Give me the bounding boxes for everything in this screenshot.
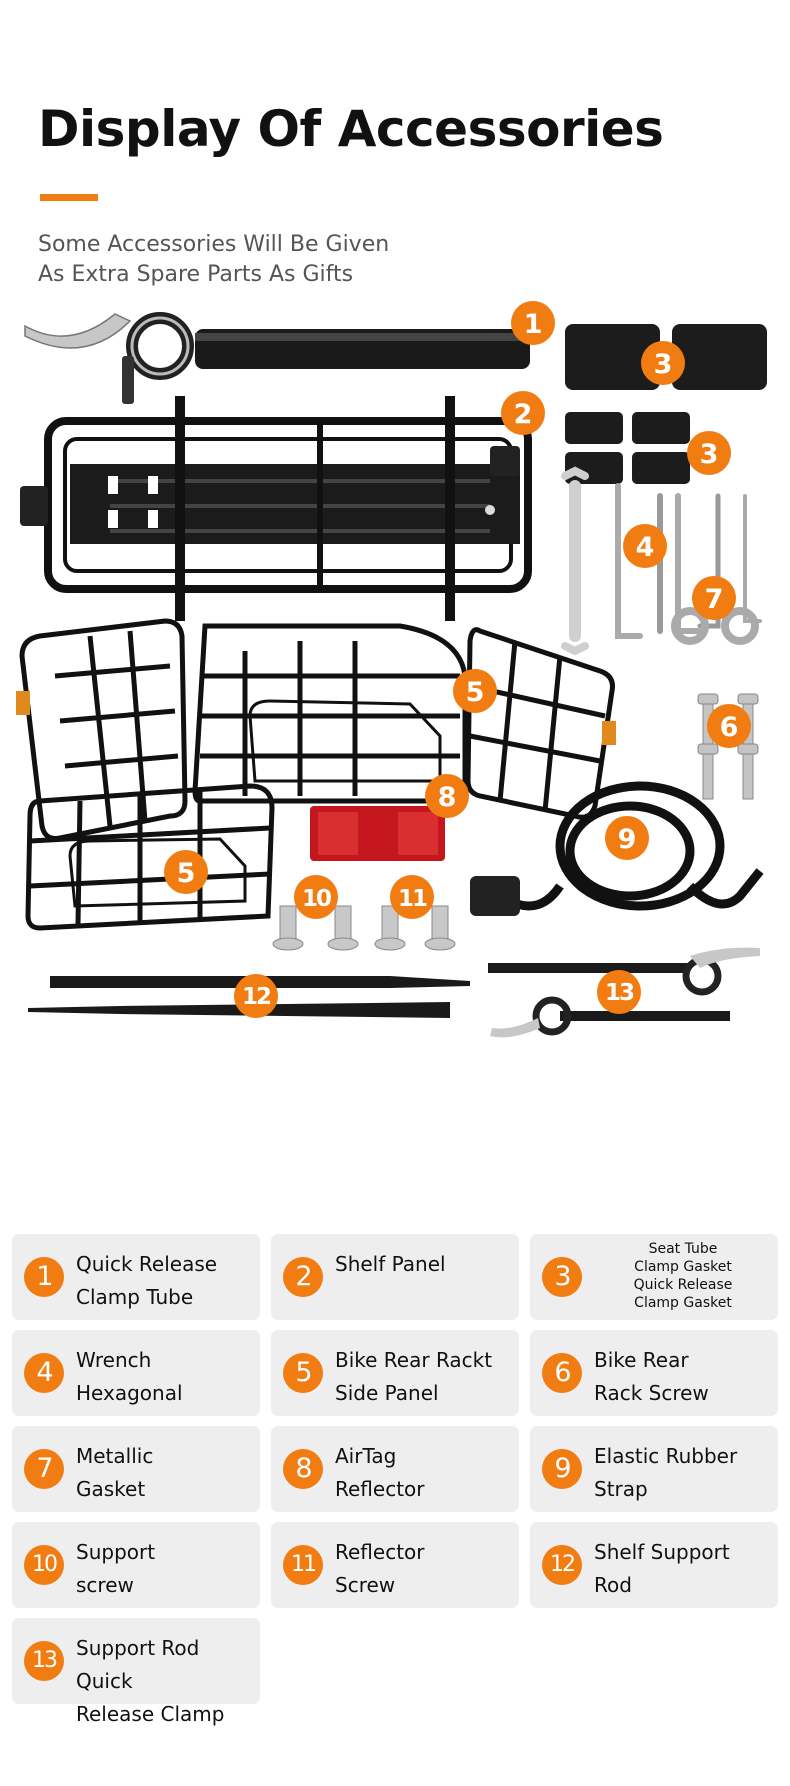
- svg-text:3: 3: [700, 439, 719, 470]
- legend-number-badge: 8: [283, 1449, 323, 1489]
- photo-badge-12: 12: [234, 974, 278, 1018]
- legend-card-11: 11 Reflector Screw: [271, 1522, 519, 1608]
- legend-number-badge: 6: [542, 1353, 582, 1393]
- svg-text:11: 11: [398, 886, 427, 912]
- accessories-photo: 1 2 3 3 4 5 5 6 7 8 9 10 11 12 13: [0, 296, 790, 1196]
- legend-label: Support Rod Quick Release Clamp: [76, 1636, 225, 1726]
- subtitle: Some Accessories Will Be Given As Extra …: [38, 230, 389, 290]
- legend-number-badge: 12: [542, 1545, 582, 1585]
- legend-label: Seat Tube Clamp Gasket Quick Release Cla…: [633, 1241, 733, 1311]
- shelf-panel-illustration: [20, 396, 532, 621]
- legend-label: Elastic Rubber Strap: [594, 1444, 738, 1501]
- legend-label: Shelf Panel: [335, 1252, 446, 1276]
- legend-label: Support screw: [76, 1540, 156, 1597]
- gasket-pads-illustration: [565, 324, 767, 484]
- photo-badge-10: 10: [294, 875, 338, 919]
- svg-text:13: 13: [605, 980, 634, 1006]
- photo-badge-6: 6: [707, 704, 751, 748]
- legend-number-badge: 7: [24, 1449, 64, 1489]
- legend-card-9: 9 Elastic Rubber Strap: [530, 1426, 778, 1512]
- legend-number-badge: 3: [542, 1257, 582, 1297]
- svg-text:4: 4: [636, 532, 655, 563]
- legend-card-3: 3 Seat Tube Clamp Gasket Quick Release C…: [530, 1234, 778, 1320]
- photo-badge-13: 13: [597, 970, 641, 1014]
- legend-card-4: 4 Wrench Hexagonal: [12, 1330, 260, 1416]
- svg-text:9: 9: [618, 824, 637, 855]
- svg-text:5: 5: [466, 677, 485, 708]
- legend-card-7: 7 Metallic Gasket: [12, 1426, 260, 1512]
- photo-badge-11: 11: [390, 875, 434, 919]
- svg-text:1: 1: [524, 309, 543, 340]
- legend-card-1: 1 Quick Release Clamp Tube: [12, 1234, 260, 1320]
- svg-text:2: 2: [514, 399, 533, 430]
- legend-number-badge: 10: [24, 1545, 64, 1585]
- legend-number-badge: 1: [24, 1257, 64, 1297]
- svg-text:6: 6: [720, 712, 739, 743]
- legend-number-badge: 13: [24, 1641, 64, 1681]
- accessories-illustration: 1 2 3 3 4 5 5 6 7 8 9 10 11 12 13: [16, 301, 767, 1038]
- photo-badge-9: 9: [605, 816, 649, 860]
- legend-label: Metallic Gasket: [76, 1444, 154, 1501]
- elastic-strap-illustration: [470, 781, 764, 916]
- photo-badge-3a: 3: [641, 341, 685, 385]
- photo-badge-5b: 5: [164, 850, 208, 894]
- metallic-gaskets-illustration: [671, 607, 759, 645]
- legend-label: AirTag Reflector: [335, 1444, 425, 1501]
- clamp-rods-illustration: [488, 947, 760, 1038]
- accessory-legend: 1 Quick Release Clamp Tube 2 Shelf Panel…: [12, 1234, 780, 1726]
- svg-text:12: 12: [242, 984, 270, 1010]
- legend-card-6: 6 Bike Rear Rack Screw: [530, 1330, 778, 1416]
- clamp-tube-illustration: [24, 312, 530, 404]
- photo-badge-4: 4: [623, 524, 667, 568]
- legend-card-5: 5 Bike Rear Rackt Side Panel: [271, 1330, 519, 1416]
- legend-card-8: 8 AirTag Reflector: [271, 1426, 519, 1512]
- legend-card-2: 2 Shelf Panel: [271, 1234, 519, 1320]
- photo-badge-7: 7: [692, 576, 736, 620]
- photo-badge-2: 2: [501, 391, 545, 435]
- photo-badge-1: 1: [511, 301, 555, 345]
- svg-text:8: 8: [438, 782, 457, 813]
- wrench-and-hex-keys-illustration: [561, 466, 762, 656]
- legend-number-badge: 4: [24, 1353, 64, 1393]
- photo-badge-5a: 5: [453, 669, 497, 713]
- legend-label: Reflector Screw: [335, 1540, 425, 1597]
- legend-number-badge: 5: [283, 1353, 323, 1393]
- legend-card-13: 13 Support Rod Quick Release Clamp: [12, 1618, 260, 1726]
- legend-label: Bike Rear Rackt Side Panel: [335, 1348, 493, 1405]
- photo-badge-8: 8: [425, 774, 469, 818]
- legend-label: Wrench Hexagonal: [76, 1348, 183, 1405]
- page-title: Display Of Accessories: [38, 100, 664, 158]
- legend-label: Bike Rear Rack Screw: [594, 1348, 709, 1405]
- photo-badges: 1 2 3 3 4 5 5 6 7 8 9 10 11 12 13: [164, 301, 751, 1018]
- legend-label: Shelf Support Rod: [594, 1540, 730, 1597]
- legend-number-badge: 11: [283, 1545, 323, 1585]
- side-panels-illustration: [16, 618, 616, 931]
- legend-label: Quick Release Clamp Tube: [76, 1252, 218, 1309]
- reflector-illustration: [310, 806, 445, 861]
- legend-number-badge: 9: [542, 1449, 582, 1489]
- legend-number-badge: 2: [283, 1257, 323, 1297]
- subtitle-line-2: As Extra Spare Parts As Gifts: [38, 262, 354, 287]
- svg-text:5: 5: [177, 858, 196, 889]
- support-bolts-illustration: [272, 905, 456, 951]
- photo-badge-3b: 3: [687, 431, 731, 475]
- svg-text:3: 3: [654, 349, 673, 380]
- legend-card-10: 10 Support screw: [12, 1522, 260, 1608]
- legend-card-12: 12 Shelf Support Rod: [530, 1522, 778, 1608]
- svg-text:7: 7: [705, 584, 724, 615]
- title-accent-bar: [40, 194, 98, 201]
- svg-text:10: 10: [302, 886, 331, 912]
- subtitle-line-1: Some Accessories Will Be Given: [38, 232, 390, 257]
